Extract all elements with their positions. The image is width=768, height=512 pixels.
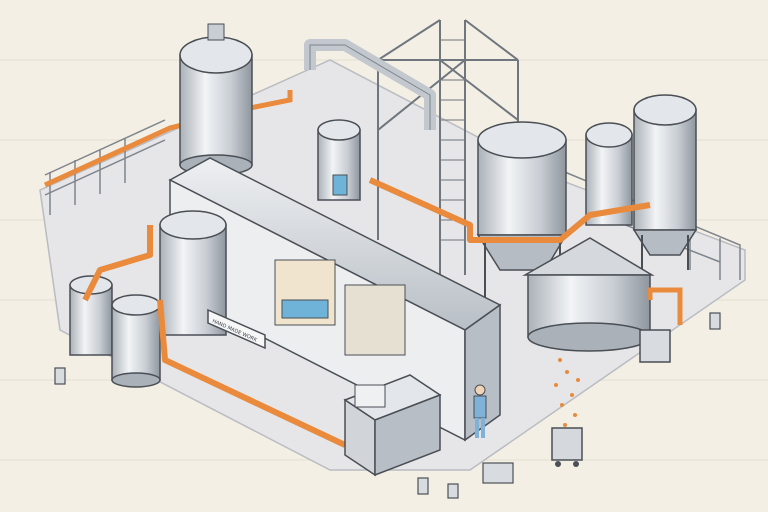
cart — [551, 427, 583, 467]
front-machine — [343, 374, 442, 477]
falling-grain — [554, 358, 580, 427]
silo-middle — [317, 119, 361, 201]
tank-left-front — [111, 294, 161, 388]
cone-hopper — [522, 237, 655, 352]
front-orange-pipe — [82, 225, 347, 448]
small-cans — [54, 312, 721, 499]
tank-left-outer — [69, 275, 113, 356]
long-building — [168, 157, 502, 442]
worker-figure — [473, 384, 487, 438]
tank-center-right — [476, 121, 568, 300]
right-small-machine — [639, 287, 683, 363]
silo-right-tall — [632, 94, 698, 270]
left-railing — [44, 119, 166, 215]
right-orange-pipe — [368, 177, 651, 243]
silo-top-left — [179, 23, 253, 176]
